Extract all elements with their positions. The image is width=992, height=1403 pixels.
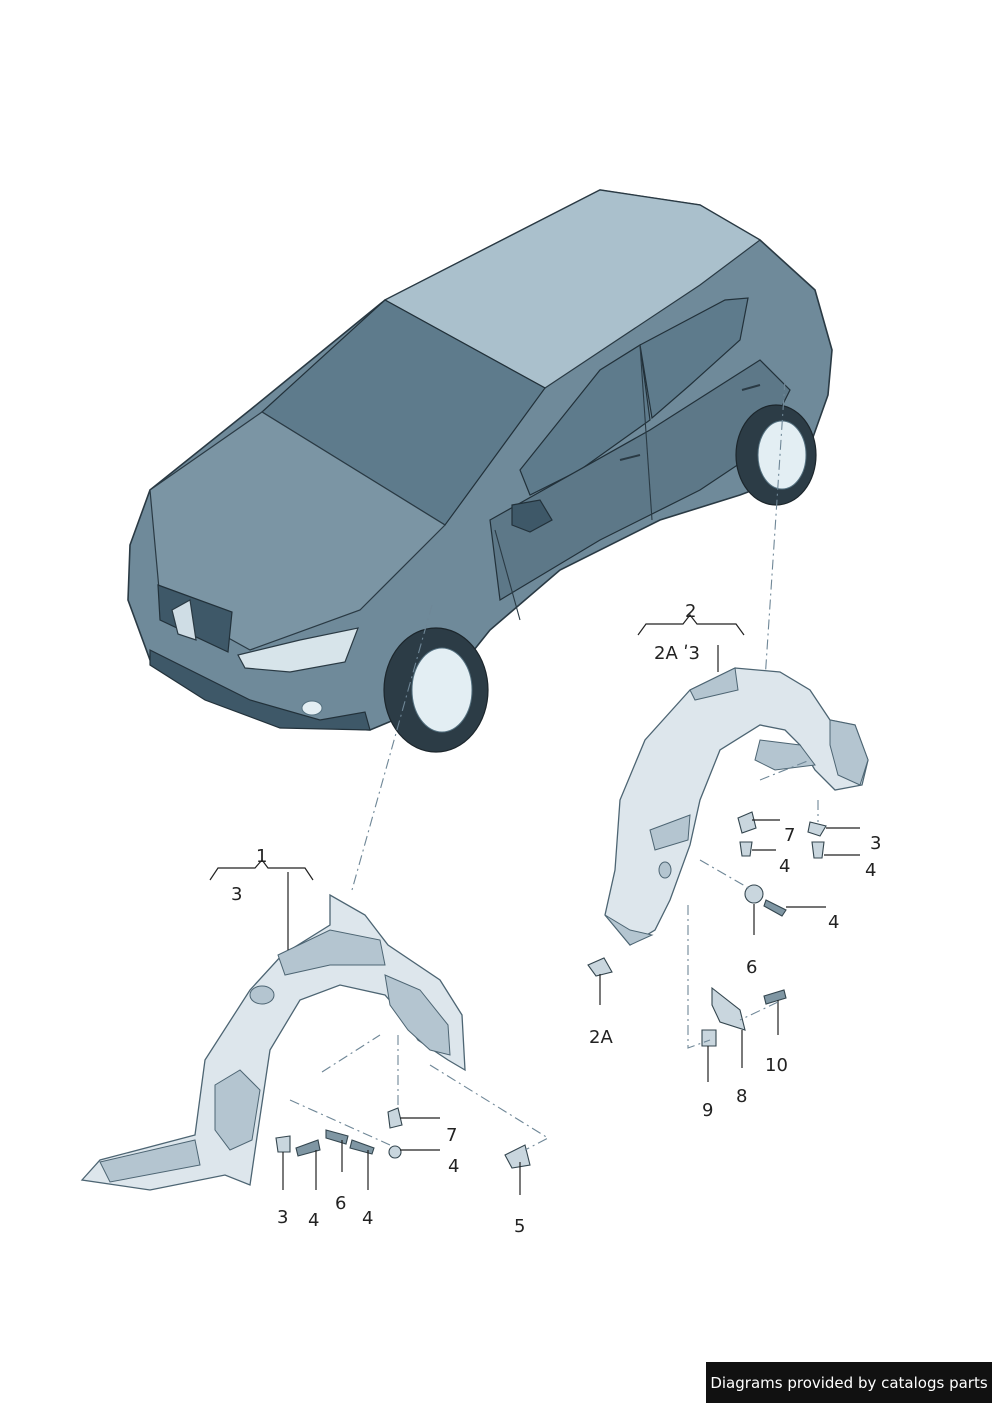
label-5: 5 — [514, 1216, 525, 1237]
label-8: 8 — [736, 1086, 747, 1107]
label-3-right: 3 — [870, 833, 881, 854]
label-2a: 2A — [589, 1027, 613, 1048]
rear-wheel-housing-liner — [604, 667, 869, 946]
label-4-right-a: 4 — [779, 856, 790, 877]
front-wheel-housing-liner — [80, 893, 466, 1191]
label-3-bottom: 3 — [277, 1207, 288, 1228]
label-7-right: 7 — [784, 825, 795, 846]
label-2: 2 — [685, 601, 696, 622]
label-3-top: 3 — [231, 884, 242, 905]
car-illustration — [127, 189, 833, 753]
label-4-right-c: 4 — [828, 912, 839, 933]
label-4-bottom-a: 4 — [308, 1210, 319, 1231]
fasteners — [275, 811, 827, 1169]
assembly-lines — [289, 759, 819, 1151]
label-7-left: 7 — [446, 1125, 457, 1146]
label-10: 10 — [765, 1055, 788, 1076]
label-4-right-b: 4 — [865, 860, 876, 881]
label-9: 9 — [702, 1100, 713, 1121]
leader-lines — [209, 614, 860, 1195]
label-6-right: 6 — [746, 957, 757, 978]
label-4-bottom-b: 4 — [362, 1208, 373, 1229]
callout-labels: 1 3 2 2A ʹ3 7 3 4 4 4 6 2A 10 8 9 7 4 3 … — [231, 601, 881, 1237]
label-2a-3: 2A ʹ3 — [654, 643, 700, 664]
credit-banner: Diagrams provided by catalogs parts — [706, 1362, 992, 1403]
label-4-left-a: 4 — [448, 1156, 459, 1177]
front-wheel-leader — [351, 604, 433, 891]
label-6-bottom: 6 — [335, 1193, 346, 1214]
label-1: 1 — [256, 846, 267, 867]
